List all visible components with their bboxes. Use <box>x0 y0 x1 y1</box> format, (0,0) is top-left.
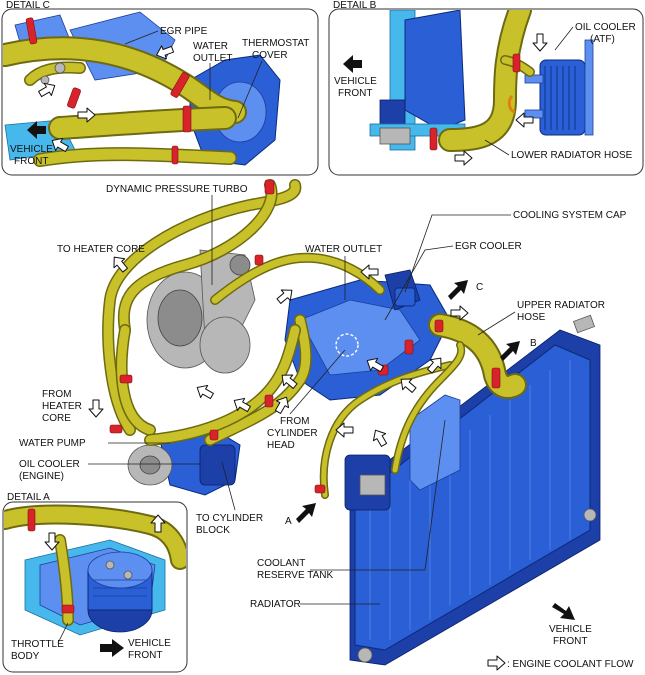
svg-text:OUTLET: OUTLET <box>193 53 232 64</box>
callout-a: A <box>285 516 292 527</box>
to-heater-core-label: TO HEATER CORE <box>57 244 145 255</box>
dynamic-pressure-turbo-label: DYNAMIC PRESSURE TURBO <box>106 184 248 195</box>
svg-text:HEAD: HEAD <box>267 440 295 451</box>
egr-cooler-label: EGR COOLER <box>455 241 522 252</box>
detail-b-panel: DETAIL B OIL COOLER (ATF) VEHICLE FRONT … <box>328 0 644 176</box>
callout-c: C <box>476 282 483 293</box>
detail-a-vehicle-front-label: VEHICLE <box>128 638 171 649</box>
detail-a-throttle-body-label: THROTTLE <box>11 639 64 650</box>
detail-c-egr-pipe-label: EGR PIPE <box>160 26 208 37</box>
svg-text:(ATF): (ATF) <box>590 34 615 45</box>
detail-b-lower-radiator-hose-label: LOWER RADIATOR HOSE <box>511 150 633 161</box>
svg-text:FRONT: FRONT <box>128 650 162 661</box>
coolant-reserve-tank-label: COOLANT <box>257 558 305 569</box>
water-pump-label: WATER PUMP <box>19 438 86 449</box>
svg-text:CYLINDER: CYLINDER <box>267 428 318 439</box>
detail-c-water-outlet-label: WATER <box>193 41 228 52</box>
main-vehicle-front-label: VEHICLE <box>549 624 592 635</box>
detail-c-title: DETAIL C <box>6 0 50 11</box>
svg-text:FRONT: FRONT <box>553 636 587 647</box>
cooling-system-cap-label: COOLING SYSTEM CAP <box>513 210 627 221</box>
svg-text:COVER: COVER <box>252 50 288 61</box>
detail-b-oil-cooler-label: OIL COOLER <box>575 22 636 33</box>
coolant-flow-legend: : ENGINE COOLANT FLOW <box>487 655 634 671</box>
upper-radiator-hose-label: UPPER RADIATOR <box>517 300 605 311</box>
svg-text:CORE: CORE <box>42 413 71 424</box>
detail-c-panel: DETAIL C EGR PIPE WATER OUTLET THERMOSTA… <box>1 0 319 176</box>
svg-text:BODY: BODY <box>11 651 40 662</box>
legend-text: : ENGINE COOLANT FLOW <box>507 659 634 670</box>
svg-text:RESERVE TANK: RESERVE TANK <box>257 570 333 581</box>
svg-text:(ENGINE): (ENGINE) <box>19 471 64 482</box>
detail-a-panel: DETAIL A THROTTLE BODY VEHICLE FRONT <box>2 492 188 673</box>
detail-b-title: DETAIL B <box>333 0 377 11</box>
callout-b: B <box>530 338 537 349</box>
detail-a-title: DETAIL A <box>7 492 50 503</box>
svg-text:HOSE: HOSE <box>517 312 546 323</box>
svg-text:FRONT: FRONT <box>338 88 372 99</box>
to-cylinder-block-label: TO CYLINDER <box>196 513 263 524</box>
detail-c-thermostat-cover-label: THERMOSTAT <box>242 38 309 49</box>
svg-text:BLOCK: BLOCK <box>196 525 230 536</box>
water-outlet-label: WATER OUTLET <box>305 244 382 255</box>
from-cylinder-head-label: FROM <box>280 416 309 427</box>
svg-text:HEATER: HEATER <box>42 401 82 412</box>
from-heater-core-label: FROM <box>42 389 71 400</box>
detail-b-vehicle-front-label: VEHICLE <box>334 76 377 87</box>
detail-c-vehicle-front-label: VEHICLE <box>10 144 53 155</box>
svg-text:FRONT: FRONT <box>14 156 48 167</box>
oil-cooler-engine-label: OIL COOLER <box>19 459 80 470</box>
turbo-body <box>146 249 256 374</box>
radiator-body <box>344 314 601 666</box>
radiator-label: RADIATOR <box>250 599 301 610</box>
main-assembly <box>88 179 601 666</box>
